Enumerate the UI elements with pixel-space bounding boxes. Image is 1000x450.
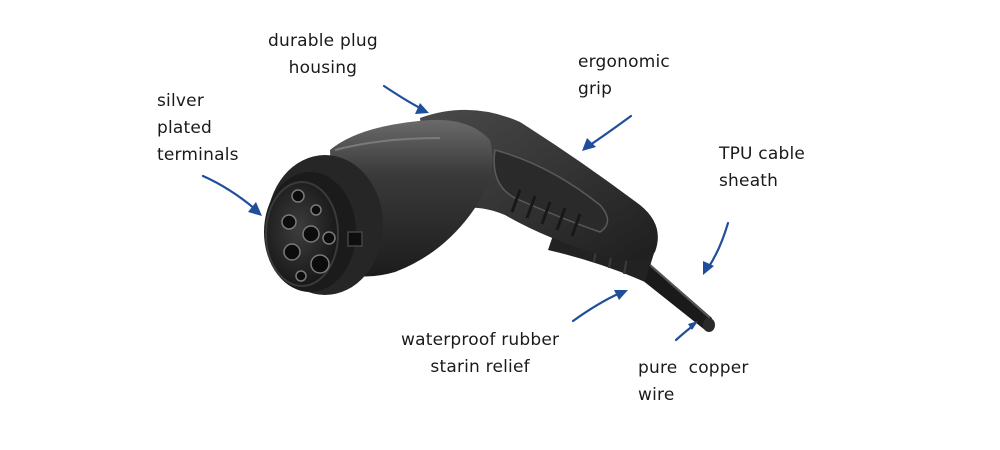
label-line: pure copper [638,358,749,378]
label-line: ergonomic [578,52,670,72]
label-line: waterproof rubber [401,330,560,350]
arrow-strain-relief [571,290,628,323]
arrow-copper-wire [674,321,698,342]
label-tpu-cable-sheath: TPU cable sheath [719,141,805,195]
arrow-plug-housing [382,84,429,114]
label-line: TPU cable [719,144,806,164]
label-line: plated [157,118,213,138]
label-line: wire [638,385,675,405]
label-line: sheath [719,171,779,191]
label-line: silver [157,91,205,111]
arrow-tpu-sheath [703,221,730,275]
label-line: terminals [157,145,239,165]
label-line: grip [578,79,613,99]
arrow-silver-terminals [201,174,262,216]
label-line: housing [288,58,358,78]
terminal-face [265,181,339,287]
arrow-ergonomic-grip [582,114,633,151]
label-ergonomic-grip: ergonomic grip [578,49,670,103]
label-waterproof-rubber-strain-relief: waterproof rubber starin relief [401,327,559,381]
label-line: starin relief [430,357,530,377]
label-pure-copper-wire: pure copper wire [638,355,749,409]
tpu-cable [632,255,715,332]
label-durable-plug-housing: durable plug housing [268,28,378,82]
label-silver-plated-terminals: silver plated terminals [157,88,239,169]
label-line: durable plug [268,31,378,51]
